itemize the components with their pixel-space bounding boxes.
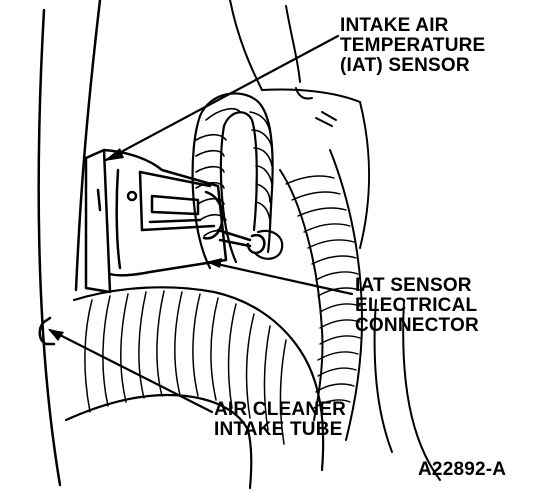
connector-label-line-1: IAT SENSOR [355,275,472,296]
connector-label-line-3: CONNECTOR [355,315,479,336]
intake-tube-ribs [84,290,287,445]
intake-tube-label: AIR CLEANER INTAKE TUBE [214,400,346,440]
iat-sensor-body [84,148,266,294]
iat-sensor-label-line-2: TEMPERATURE [340,35,486,56]
air-duct [279,149,363,441]
hose-clip [38,316,56,346]
iat-sensor-label: INTAKE AIR TEMPERATURE (IAT) SENSOR [340,16,485,76]
leader-lines [48,34,354,414]
air-duct-ribs [285,175,361,409]
connector-label: IAT SENSOR ELECTRICAL CONNECTOR [355,276,479,336]
vacuum-hose [191,92,284,270]
vacuum-hose-ribs [195,107,273,237]
body-panel-edge [37,0,102,487]
housing-panel [229,0,441,481]
iat-sensor-label-line-3: (IAT) SENSOR [340,55,470,76]
leader-arrowheads [48,148,222,341]
intake-tube-label-line-2: INTAKE TUBE [214,419,343,440]
iat-sensor-label-line-1: INTAKE AIR [340,15,449,36]
intake-tube-label-line-1: AIR CLEANER [214,399,347,420]
connector-label-line-2: ELECTRICAL [355,295,478,316]
figure-id: A22892-A [418,459,507,480]
